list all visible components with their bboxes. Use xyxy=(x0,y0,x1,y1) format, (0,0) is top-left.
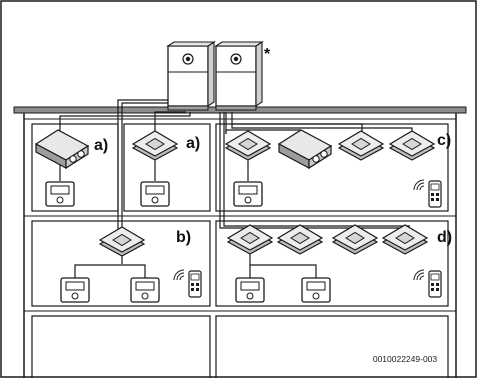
wired-thermostat-icon xyxy=(140,181,170,207)
star-marker: * xyxy=(264,46,271,63)
wired-thermostat-icon xyxy=(235,277,265,303)
wireless-signal-icon xyxy=(413,179,425,191)
piping xyxy=(59,99,413,284)
ducted-unit-icon xyxy=(278,129,332,169)
cassette-unit-icon xyxy=(99,226,145,257)
wired-thermostat-icon xyxy=(60,277,90,303)
room-1b xyxy=(123,123,211,212)
outdoor-unit-right xyxy=(215,41,263,111)
wired-thermostat-icon xyxy=(130,277,160,303)
cassette-unit-icon xyxy=(225,130,271,161)
reference-code: 0010022249-003 xyxy=(373,354,438,364)
outdoor-unit-icon xyxy=(215,41,263,111)
wired-thermostat-icon xyxy=(233,181,263,207)
wired-thermostat-icon xyxy=(45,181,75,207)
cassette-unit-icon xyxy=(132,130,178,161)
remote-control-icon xyxy=(428,180,442,208)
cassette-unit-icon xyxy=(389,130,435,161)
remote-control-icon xyxy=(188,270,202,298)
cassette-unit-icon xyxy=(227,224,273,255)
label-d: d) xyxy=(437,229,452,246)
outdoor-unit-left xyxy=(167,41,215,111)
cassette-unit-icon xyxy=(277,224,323,255)
label-a-2: a) xyxy=(186,135,200,152)
ducted-unit-icon xyxy=(35,129,89,169)
room-3b xyxy=(215,315,449,378)
wireless-signal-icon xyxy=(173,269,185,281)
room-3a xyxy=(31,315,211,378)
room-2a xyxy=(31,220,211,307)
label-b: b) xyxy=(176,229,191,246)
remote-control-icon xyxy=(428,270,442,298)
wired-thermostat-icon xyxy=(301,277,331,303)
outdoor-unit-icon xyxy=(167,41,215,111)
cassette-unit-icon xyxy=(382,224,428,255)
room-2b xyxy=(215,220,449,307)
cassette-unit-icon xyxy=(338,130,384,161)
wireless-signal-icon xyxy=(413,269,425,281)
label-a-1: a) xyxy=(94,137,108,154)
cassette-unit-icon xyxy=(332,224,378,255)
label-c: c) xyxy=(437,132,451,149)
